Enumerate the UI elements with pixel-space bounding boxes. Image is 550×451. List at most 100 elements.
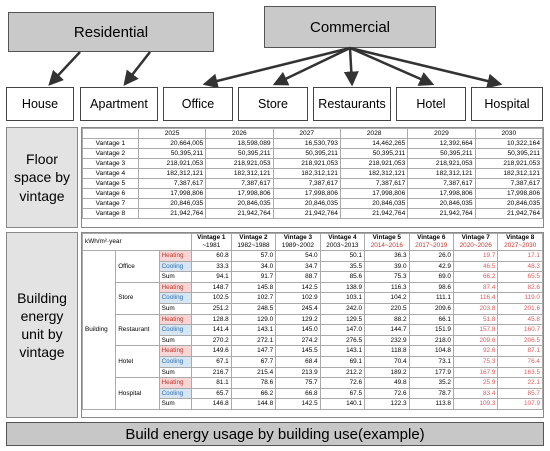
floor-space-value: 21,942,764: [272, 208, 341, 219]
energy-value: 34.0: [230, 260, 277, 273]
residential-box: Residential: [8, 12, 214, 52]
energy-value: 45.8: [497, 313, 543, 326]
energy-value: 111.1: [408, 292, 454, 304]
floor-space-value: 50,395,211: [205, 148, 274, 159]
energy-value: 146.8: [190, 398, 232, 410]
energy-value: 245.4: [275, 302, 321, 315]
energy-unit-header: kWh/m²·year: [82, 233, 192, 251]
floor-space-value: 17,998,806: [205, 188, 274, 199]
energy-value: 116.4: [452, 292, 499, 304]
energy-unit-text: kWh/m²·year: [85, 238, 122, 245]
energy-value: 220.5: [364, 302, 410, 315]
sum-label: Sum: [158, 271, 192, 283]
energy-value: 78.7: [408, 387, 454, 400]
energy-value: 209.6: [408, 302, 454, 315]
energy-value: 248.5: [230, 302, 277, 315]
arrow-hospital: [349, 46, 503, 89]
vintage-name: Vintage 1: [197, 234, 226, 241]
floor-space-value: 218,921,053: [339, 158, 409, 169]
energy-value: 82.6: [497, 281, 543, 294]
sum-label: Sum: [158, 398, 192, 410]
energy-value: 242.0: [319, 302, 366, 315]
sum-label: Sum: [158, 366, 192, 379]
floor-space-value: 50,395,211: [339, 148, 409, 159]
energy-value: 66.8: [275, 387, 321, 400]
energy-value: 201.6: [497, 302, 543, 315]
energy-value: 274.2: [275, 334, 321, 347]
energy-value: 22.1: [497, 377, 543, 389]
energy-value: 218.0: [408, 334, 454, 347]
vantage-label: Vantage 5: [82, 178, 139, 189]
vintage-range: ~1981: [202, 242, 221, 249]
commercial-box: Commercial: [264, 6, 436, 48]
floor-space-year-header: 2025: [137, 128, 207, 139]
floor-space-value: 17,998,806: [339, 188, 409, 199]
energy-value: 69.0: [408, 271, 454, 283]
vantage-label: Vantage 8: [82, 208, 139, 219]
energy-value: 36.3: [364, 250, 410, 262]
vintage-range: 2027~2030: [504, 242, 537, 249]
energy-value: 46.5: [452, 260, 499, 273]
energy-value: 144.8: [230, 398, 277, 410]
floor-space-value: 50,395,211: [407, 148, 476, 159]
energy-value: 42.9: [408, 260, 454, 273]
energy-value: 87.1: [497, 345, 543, 357]
vintage-name: Vintage 2: [239, 234, 268, 241]
energy-value: 98.6: [408, 281, 454, 294]
floor-space-value: 50,395,211: [272, 148, 341, 159]
footer-caption: Build energy usage by building use(examp…: [6, 422, 544, 446]
building-label: Building: [81, 250, 117, 410]
floor-space-value: 218,921,053: [205, 158, 274, 169]
energy-value: 92.6: [452, 345, 499, 357]
floor-space-year-header: 2028: [339, 128, 409, 139]
floor-space-value: 20,846,035: [205, 198, 274, 209]
energy-value: 213.9: [275, 366, 321, 379]
floor-space-value: 7,387,617: [205, 178, 274, 189]
energy-value: 35.2: [408, 377, 454, 389]
energy-value: 129.5: [319, 313, 366, 326]
type-hospital-label: Hospital: [484, 97, 530, 111]
floor-space-year-header: 2030: [474, 128, 544, 139]
heating-label: Heating: [158, 313, 192, 326]
commercial-label: Commercial: [309, 18, 390, 36]
type-house: House: [6, 87, 74, 121]
vintage-name: Vintage 6: [417, 234, 446, 241]
floor-space-year-header: 2027: [272, 128, 341, 139]
building-use-label: Hotel: [115, 345, 160, 379]
vantage-label: Vantage 2: [82, 148, 139, 159]
floor-space-value: 21,942,764: [205, 208, 274, 219]
energy-value: 88.7: [275, 271, 321, 283]
energy-value: 129.2: [275, 313, 321, 326]
energy-value: 39.0: [364, 260, 410, 273]
floor-space-value: 18,598,089: [205, 138, 274, 149]
cooling-label: Cooling: [158, 292, 192, 304]
building-use-label: Hospital: [115, 377, 160, 410]
energy-value: 73.1: [408, 355, 454, 368]
floor-space-value: 17,998,806: [137, 188, 207, 199]
energy-value: 66.2: [452, 271, 499, 283]
floor-space-value: 218,921,053: [407, 158, 476, 169]
energy-value: 157.8: [452, 324, 499, 336]
energy-value: 148.7: [190, 281, 232, 294]
energy-value: 109.3: [452, 398, 499, 410]
energy-value: 145.0: [275, 324, 321, 336]
floor-space-text: Floor space by vintage: [13, 151, 71, 204]
floor-space-value: 20,846,035: [407, 198, 476, 209]
vintage-name: Vintage 8: [506, 234, 535, 241]
floor-space-value: 21,942,764: [339, 208, 409, 219]
energy-value: 232.9: [364, 334, 410, 347]
energy-value: 33.3: [190, 260, 232, 273]
floor-space-value: 7,387,617: [137, 178, 207, 189]
